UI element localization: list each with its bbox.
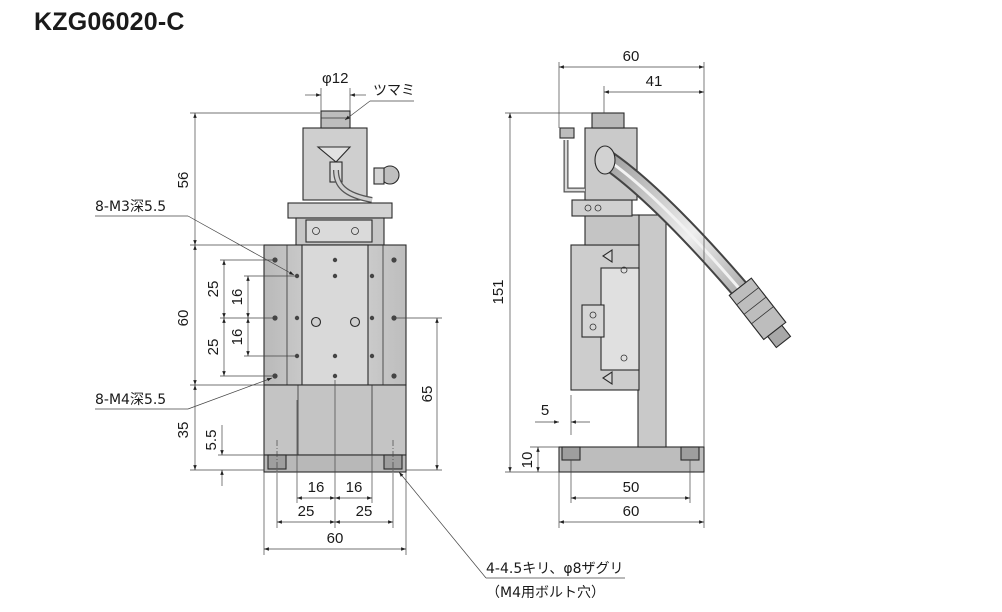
front-knob <box>320 110 351 129</box>
callout-m3-holes: 8-M3深5.5 <box>95 199 166 215</box>
callout-mount-bolt: （M4用ボルト穴） <box>486 585 605 601</box>
dim-lower-height: 35 <box>175 422 192 439</box>
dim-base-thickness: 5.5 <box>203 430 220 451</box>
dim-knob-diameter: φ12 <box>322 70 348 87</box>
dim-bottom-25-left: 25 <box>298 503 315 520</box>
side-knob <box>591 112 625 129</box>
callout-mount-holes: 4-4.5キリ、φ8ザグリ <box>486 561 624 577</box>
front-view: φ12 ツマミ 56 60 35 25 25 16 16 5.5 <box>95 70 625 601</box>
dim-side-total-height: 151 <box>490 279 507 304</box>
side-view: 60 41 151 5 10 50 60 <box>490 48 792 528</box>
side-base-plate <box>558 446 705 473</box>
side-column <box>637 214 667 448</box>
dim-bottom-16-left: 16 <box>308 479 325 496</box>
dim-bottom-width: 60 <box>327 530 344 547</box>
dim-side-base-height: 10 <box>519 452 536 469</box>
dim-stage-height: 60 <box>175 310 192 327</box>
dim-bottom-25-right: 25 <box>356 503 373 520</box>
dim-pitch-16b: 16 <box>229 329 246 346</box>
dim-side-hole-pitch: 50 <box>623 479 640 496</box>
dim-side-knob-offset: 41 <box>646 73 663 90</box>
dim-pitch-25a: 25 <box>205 281 222 298</box>
dim-side-width-top: 60 <box>623 48 640 65</box>
dim-upper-height: 56 <box>175 172 192 189</box>
dim-pitch-16a: 16 <box>229 289 246 306</box>
drawing-title: KZG06020-C <box>34 8 185 36</box>
side-connector <box>728 277 792 349</box>
dim-side-offset: 5 <box>541 402 549 419</box>
dim-side-width-bottom: 60 <box>623 503 640 520</box>
dim-center-height: 65 <box>419 386 436 403</box>
dim-pitch-25b: 25 <box>205 339 222 356</box>
label-knob: ツマミ <box>373 83 415 99</box>
callout-m4-holes: 8-M4深5.5 <box>95 392 166 408</box>
dim-bottom-16-right: 16 <box>346 479 363 496</box>
